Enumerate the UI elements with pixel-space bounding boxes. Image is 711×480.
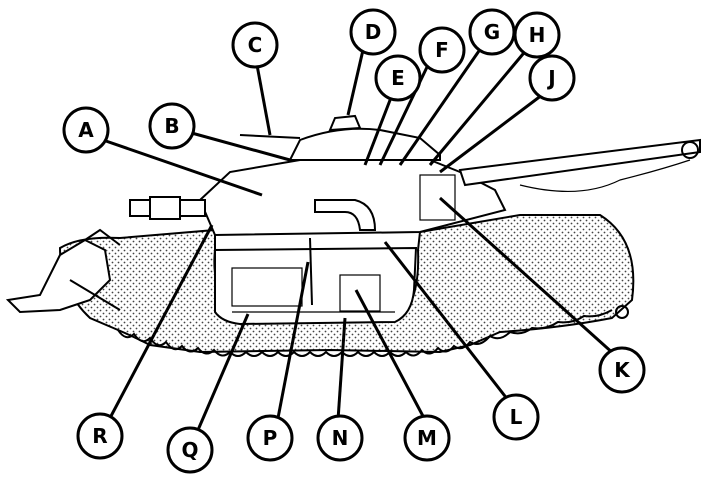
callout-D: D	[349, 8, 397, 56]
callout-G: G	[468, 8, 516, 56]
svg-text:M: M	[417, 426, 437, 450]
svg-text:G: G	[484, 20, 500, 44]
svg-text:L: L	[510, 405, 523, 429]
callout-J: J	[528, 54, 576, 102]
svg-text:F: F	[435, 38, 449, 62]
commander-cupola	[328, 114, 362, 132]
interior-panel	[419, 174, 456, 221]
boom-pulley	[681, 141, 699, 159]
callout-P: P	[246, 414, 294, 462]
upper-hull	[198, 159, 507, 237]
svg-text:C: C	[248, 33, 263, 57]
svg-text:E: E	[391, 66, 405, 90]
callout-R: R	[76, 412, 124, 460]
callout-L: L	[492, 393, 540, 441]
svg-text:R: R	[92, 424, 107, 448]
control-box	[339, 274, 381, 312]
callout-Q: Q	[166, 426, 214, 474]
svg-text:H: H	[529, 23, 546, 47]
callout-H: H	[513, 11, 561, 59]
callout-M: M	[403, 414, 451, 462]
callout-F: F	[418, 26, 466, 74]
callout-B: B	[148, 102, 196, 150]
antenna	[239, 134, 301, 139]
turret	[288, 127, 441, 161]
control-lever	[309, 237, 313, 306]
svg-text:D: D	[365, 20, 382, 44]
callout-A: A	[62, 106, 110, 154]
svg-text:K: K	[614, 358, 631, 382]
callout-E: E	[374, 54, 422, 102]
svg-text:B: B	[164, 114, 179, 138]
dozer-blade	[5, 238, 112, 314]
boom-cable	[519, 159, 691, 193]
dozer-hydraulic	[69, 279, 121, 311]
dozer-arm	[84, 228, 121, 246]
callout-C: C	[231, 21, 279, 69]
svg-text:Q: Q	[181, 438, 198, 462]
callout-N: N	[316, 414, 364, 462]
svg-text:A: A	[78, 118, 94, 142]
rear-hook	[615, 305, 629, 319]
svg-text:P: P	[263, 426, 278, 450]
interior-duct	[314, 199, 377, 231]
crane-boom	[458, 138, 701, 187]
svg-text:N: N	[332, 426, 349, 450]
gun-muzzle	[149, 196, 181, 220]
hull-compartment	[214, 246, 418, 326]
svg-text:J: J	[546, 66, 555, 90]
callout-K: K	[598, 346, 646, 394]
